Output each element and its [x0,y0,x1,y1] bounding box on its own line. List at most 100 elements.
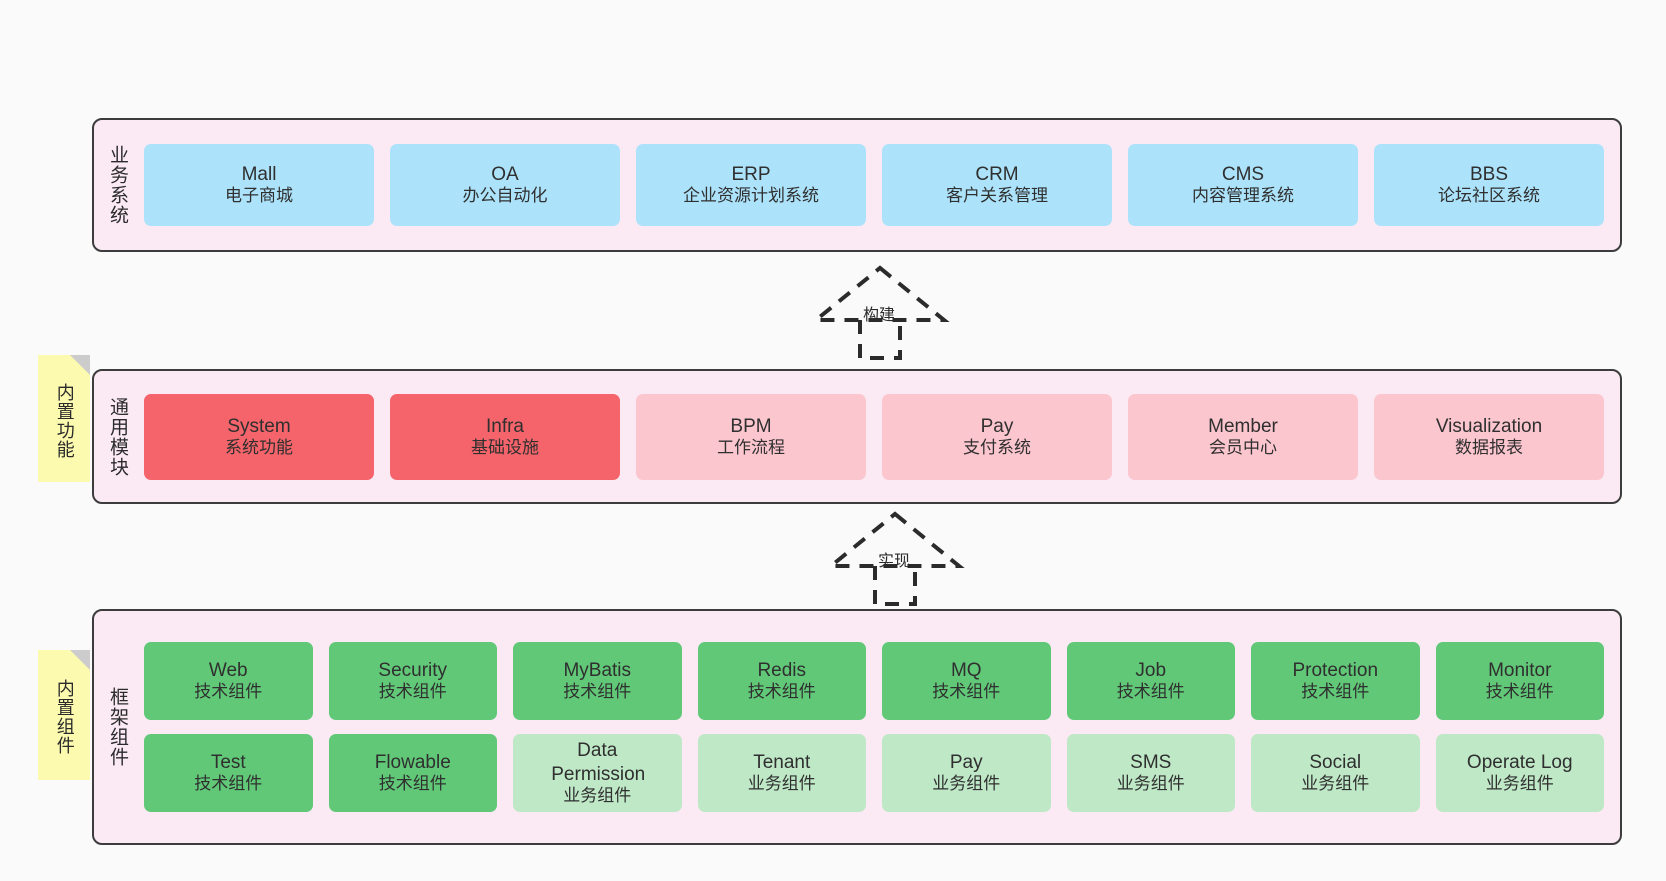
card-subtitle: 技术组件 [378,682,447,702]
connector-build-label: 构建 [863,307,896,324]
card-monitor[interactable]: Monitor 技术组件 [1435,642,1604,720]
note-text: 内置组件 [54,679,75,755]
layer-title-business-systems: 业务系统 [107,145,129,225]
card-title: Job [1135,660,1167,682]
layer-title-common-modules: 通用模块 [107,396,129,477]
note-text: 内置功能 [54,382,75,459]
card-job[interactable]: Job 技术组件 [1066,642,1235,720]
card-title: Protection [1292,660,1379,682]
card-subtitle: 论坛社区系统 [1438,186,1540,206]
note-builtin-features: 内置功能 [38,355,90,482]
card-mybatis[interactable]: MyBatis 技术组件 [513,642,682,720]
layer-body-common-modules: System 系统功能 Infra 基础设施 BPM 工作流程 Pay 支付系统… [140,371,1620,502]
card-subtitle: 支付系统 [963,437,1031,457]
card-mall[interactable]: Mall 电子商城 [144,144,374,226]
card-crm[interactable]: CRM 客户关系管理 [882,144,1112,226]
card-subtitle: 业务组件 [1116,774,1185,794]
card-web[interactable]: Web 技术组件 [144,642,313,720]
card-subtitle: 技术组件 [194,774,263,794]
card-row: System 系统功能 Infra 基础设施 BPM 工作流程 Pay 支付系统… [144,393,1604,480]
card-title: Flowable [374,752,451,774]
layer-body-business-systems: Mall 电子商城 OA 办公自动化 ERP 企业资源计划系统 CRM 客户关系… [140,120,1620,250]
card-subtitle: 技术组件 [1485,682,1554,702]
connector-implement: 实现 [815,508,975,608]
card-title: ERP [731,164,771,186]
card-sms[interactable]: SMS 业务组件 [1066,734,1235,812]
card-cms[interactable]: CMS 内容管理系统 [1128,144,1358,226]
card-title: OA [491,164,519,186]
card-subtitle: 技术组件 [1301,682,1370,702]
dashed-generalization-arrow-icon [810,265,950,360]
card-flowable[interactable]: Flowable 技术组件 [328,734,497,812]
card-row: Mall 电子商城 OA 办公自动化 ERP 企业资源计划系统 CRM 客户关系… [144,144,1604,226]
card-row: Web 技术组件 Security 技术组件 MyBatis 技术组件 Redi… [144,642,1604,720]
card-subtitle: 业务组件 [747,774,816,794]
card-title: Data Permission [551,740,646,785]
card-title: Social [1309,752,1362,774]
card-subtitle: 客户关系管理 [946,186,1048,206]
card-title: Test [210,752,246,774]
card-title: Web [208,660,248,682]
card-subtitle: 技术组件 [194,682,263,702]
card-title: Member [1208,415,1278,437]
card-data-permission[interactable]: Data Permission 业务组件 [513,734,682,812]
layer-framework-components: 框架组件 Web 技术组件 Security 技术组件 MyBatis 技术组件… [92,609,1622,845]
card-title: Pay [980,415,1014,437]
card-title: Pay [949,752,983,774]
layer-body-framework-components: Web 技术组件 Security 技术组件 MyBatis 技术组件 Redi… [140,611,1620,843]
card-bbs[interactable]: BBS 论坛社区系统 [1374,144,1604,226]
card-visualization[interactable]: Visualization 数据报表 [1374,393,1604,480]
card-security[interactable]: Security 技术组件 [328,642,497,720]
card-title: BPM [730,415,772,437]
card-subtitle: 会员中心 [1209,437,1277,457]
card-title: MQ [950,660,982,682]
card-bpm[interactable]: BPM 工作流程 [636,393,866,480]
card-tenant[interactable]: Tenant 业务组件 [697,734,866,812]
card-subtitle: 系统功能 [225,437,293,457]
card-system[interactable]: System 系统功能 [144,393,374,480]
card-operate-log[interactable]: Operate Log 业务组件 [1435,734,1604,812]
card-erp[interactable]: ERP 企业资源计划系统 [636,144,866,226]
card-subtitle: 工作流程 [717,437,785,457]
card-title: MyBatis [563,660,632,682]
card-subtitle: 数据报表 [1455,437,1523,457]
card-social[interactable]: Social 业务组件 [1251,734,1420,812]
card-test[interactable]: Test 技术组件 [144,734,313,812]
card-title: Redis [757,660,807,682]
card-oa[interactable]: OA 办公自动化 [390,144,620,226]
card-infra[interactable]: Infra 基础设施 [390,393,620,480]
card-title: SMS [1130,752,1172,774]
card-pay[interactable]: Pay 支付系统 [882,393,1112,480]
card-title: Mall [241,164,277,186]
card-title: Operate Log [1466,752,1573,774]
card-title: Tenant [753,752,811,774]
card-subtitle: 企业资源计划系统 [683,186,819,206]
layer-common-modules: 通用模块 System 系统功能 Infra 基础设施 BPM 工作流程 Pay… [92,369,1622,504]
card-subtitle: 技术组件 [1116,682,1185,702]
card-row: Test 技术组件 Flowable 技术组件 Data Permission … [144,734,1604,812]
card-subtitle: 业务组件 [1301,774,1370,794]
card-subtitle: 业务组件 [1485,774,1554,794]
layer-title-framework-components: 框架组件 [107,687,129,767]
card-redis[interactable]: Redis 技术组件 [697,642,866,720]
card-subtitle: 技术组件 [378,774,447,794]
card-member[interactable]: Member 会员中心 [1128,393,1358,480]
dashed-generalization-arrow-icon [825,511,965,606]
card-mq[interactable]: MQ 技术组件 [882,642,1051,720]
connector-build: 构建 [800,262,960,362]
card-title: CMS [1221,164,1265,186]
card-subtitle: 内容管理系统 [1192,186,1294,206]
layer-business-systems: 业务系统 Mall 电子商城 OA 办公自动化 ERP 企业资源计划系统 CRM… [92,118,1622,252]
card-protection[interactable]: Protection 技术组件 [1251,642,1420,720]
card-title: BBS [1469,164,1509,186]
note-builtin-components: 内置组件 [38,650,90,780]
card-subtitle: 办公自动化 [462,186,548,206]
card-title: Infra [485,415,525,437]
card-subtitle: 业务组件 [563,785,632,805]
card-title: Visualization [1435,415,1543,437]
card-pay-component[interactable]: Pay 业务组件 [882,734,1051,812]
card-title: CRM [975,164,1019,186]
card-title: System [227,415,291,437]
card-subtitle: 技术组件 [932,682,1001,702]
